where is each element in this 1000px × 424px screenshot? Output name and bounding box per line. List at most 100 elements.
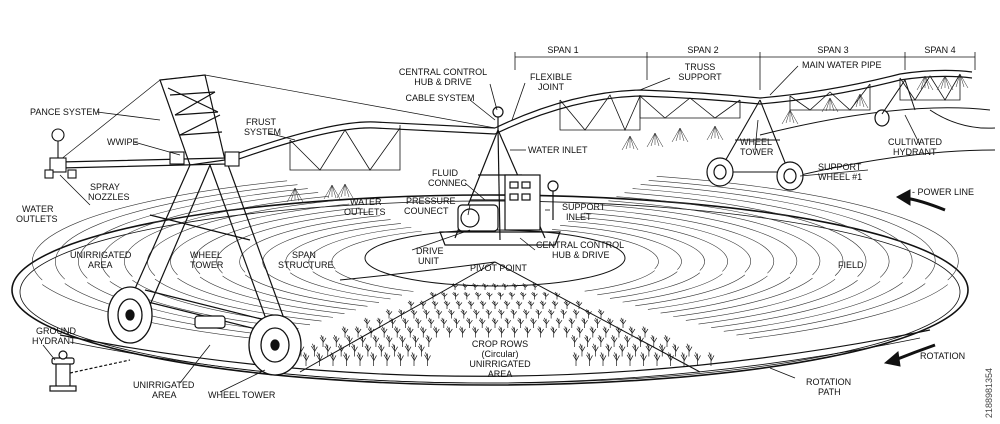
crop-plant — [429, 291, 437, 300]
crop-plant — [448, 309, 455, 319]
crop-plant — [618, 343, 626, 357]
furrow-line — [640, 184, 913, 279]
left-wheel-tower — [129, 74, 291, 336]
crop-plant — [632, 343, 639, 357]
crop-plant — [491, 300, 499, 309]
crop-plant — [572, 352, 580, 366]
label-wheel-tower-left-2: TOWER — [190, 260, 224, 270]
crop-plant — [443, 300, 451, 309]
furrow-line — [55, 184, 298, 280]
furrow-line — [290, 272, 391, 300]
spray-stream — [714, 125, 724, 141]
leader-lines — [42, 65, 921, 393]
crop-plant — [485, 326, 492, 338]
spray-stream — [654, 132, 664, 148]
spray-stream — [331, 184, 341, 200]
furrow-line — [600, 204, 798, 275]
label-span3: SPAN 3 — [817, 45, 848, 55]
label-unirrigated-area-bottom-2: AREA — [152, 390, 177, 400]
crop-plant — [491, 317, 499, 328]
furrow-line — [222, 275, 357, 311]
crop-plant — [551, 300, 559, 309]
furrow-line — [673, 277, 813, 318]
label-drive-unit-2: UNIT — [418, 256, 439, 266]
cultivated-strip — [759, 107, 996, 181]
spray-stream — [294, 187, 300, 202]
label-unirrigated-area-bottom-1: UNIRRIGATED — [133, 380, 195, 390]
label-water-outlets-mid-1: WATER — [350, 197, 382, 207]
crop-plant — [398, 309, 405, 319]
label-truss-support-1: TRUSS — [685, 62, 716, 72]
crop-plant — [466, 317, 473, 328]
furrow-line — [647, 275, 768, 310]
crop-plant — [343, 352, 350, 366]
crop-plant — [606, 317, 614, 328]
crop-plant — [663, 334, 671, 347]
crop-plant — [341, 326, 349, 338]
crop-plant — [637, 334, 644, 347]
crop-plant — [402, 317, 409, 328]
furrow-line — [216, 211, 370, 274]
crop-plant — [524, 326, 531, 338]
crop-plant — [423, 309, 430, 319]
crop-plant — [602, 326, 610, 338]
crop-plant — [521, 283, 529, 290]
spray-stream — [336, 183, 346, 199]
label-crop-rows-2: (Circular) — [482, 349, 519, 359]
crop-plant — [452, 291, 459, 300]
crop-plant — [498, 326, 505, 338]
crop-plant — [624, 334, 631, 347]
furrow-line — [711, 281, 881, 329]
label-span1: SPAN 1 — [547, 45, 578, 55]
crop-plant — [581, 317, 588, 328]
crop-plant — [628, 326, 636, 338]
crop-plant — [584, 334, 591, 347]
furrow-line — [609, 272, 701, 299]
label-crop-rows-1: CROP ROWS — [472, 339, 528, 349]
crop-plant — [547, 309, 555, 319]
furrow-line — [584, 212, 751, 273]
spray-stream — [331, 184, 337, 199]
crop-plant — [467, 300, 475, 309]
crop-plant — [461, 283, 469, 290]
crop-plant — [419, 300, 427, 309]
furrow-line — [685, 278, 836, 321]
spray-stream — [710, 125, 716, 140]
crop-plant — [571, 334, 578, 347]
label-cable-system: CABLE SYSTEM — [405, 93, 474, 103]
furrow-line — [335, 270, 414, 292]
crop-plant — [597, 334, 605, 347]
spray-stream — [855, 93, 861, 108]
spray-stream — [344, 183, 350, 198]
crop-plant — [497, 291, 504, 300]
crop-plant — [479, 300, 487, 309]
furrow-line — [101, 192, 319, 278]
crop-plant — [613, 352, 620, 366]
label-pivot-point: PIVOT POINT — [470, 263, 527, 273]
label-truss-support-2: SUPPORT — [678, 72, 722, 82]
crop-plant — [645, 343, 653, 357]
spray-stream — [851, 93, 861, 109]
furrow-line — [193, 207, 360, 275]
spray-stream — [679, 127, 685, 142]
crop-plant — [471, 283, 479, 290]
label-wwipe: WWIPE — [107, 137, 139, 147]
crop-plant — [511, 283, 519, 290]
label-pressure-connect-2: COUNECT — [404, 206, 449, 216]
crop-plant — [599, 352, 607, 366]
spray-stream — [629, 135, 635, 150]
label-unirrigated-area-left-2: AREA — [88, 260, 113, 270]
label-central-control-bottom-1: CENTRAL CONTROL — [536, 240, 624, 250]
spray-stream — [654, 132, 660, 147]
furrow-line — [199, 276, 345, 314]
crop-plant — [316, 352, 323, 366]
furrow-line — [170, 203, 350, 276]
label-water-outlets-mid-2: OUTLETS — [344, 207, 386, 217]
ground-hydrant — [49, 350, 131, 392]
crop-plant — [585, 309, 592, 319]
label-rotation: ROTATION — [920, 351, 965, 361]
crop-plant — [589, 326, 597, 338]
furrow-line — [576, 216, 728, 272]
label-support-inlet-1: SUPPORT — [562, 202, 606, 212]
crop-plant — [486, 291, 493, 300]
